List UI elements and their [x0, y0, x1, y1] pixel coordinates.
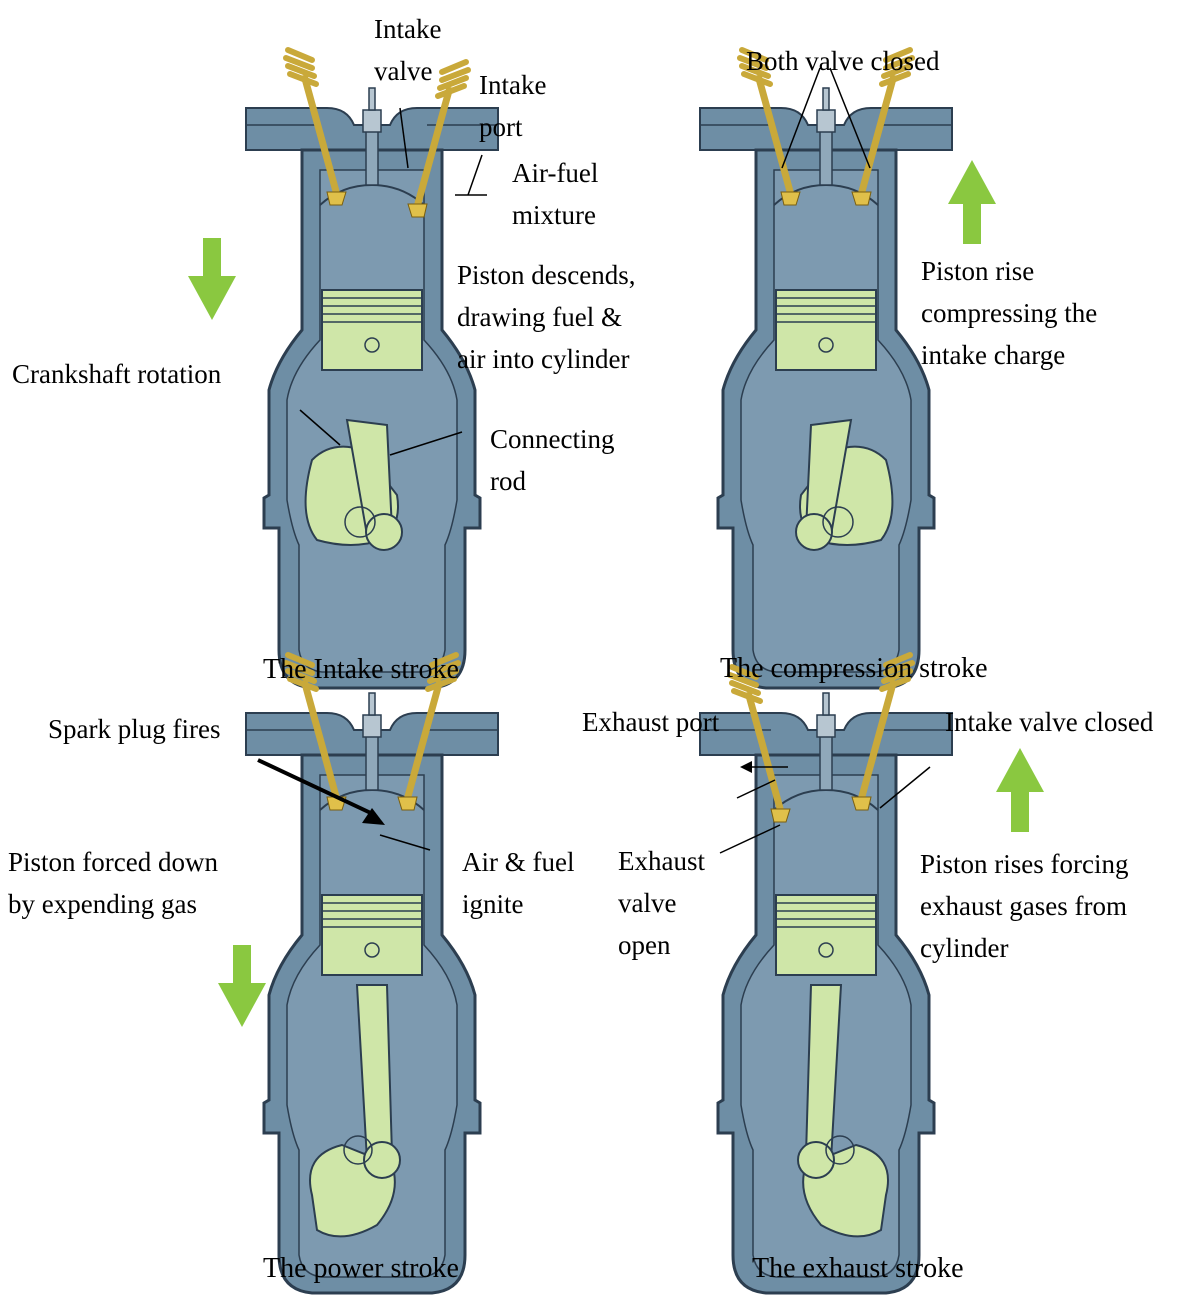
exhaust-port-label: Exhaust port [582, 701, 719, 743]
intake-stroke-caption: The Intake stroke [263, 649, 459, 691]
piston-action-label: Piston forced down by expending gas [8, 841, 218, 925]
exhaust-valve-open-label: Exhaust valve open [618, 840, 705, 966]
both-valves-closed-label: Both valve closed [746, 40, 939, 82]
piston-down-arrow [218, 945, 266, 1027]
air-fuel-ignite-label: Air & fuel ignite [462, 841, 574, 925]
piston-up-arrow [948, 160, 996, 244]
intake-valve-label: Intake valve [374, 8, 441, 92]
piston-down-arrow [188, 238, 236, 320]
piston-up-arrow [996, 748, 1044, 832]
crankshaft-rotation-label: Crankshaft rotation [12, 353, 221, 395]
exhaust-flow-arrow [740, 761, 752, 773]
connecting-rod-label: Connecting rod [490, 418, 614, 502]
power-stroke-caption: The power stroke [263, 1248, 459, 1290]
piston-action-label: Piston descends, drawing fuel & air into… [457, 254, 636, 380]
piston-action-label: Piston rises forcing exhaust gases from … [920, 843, 1129, 969]
intake-port-label: Intake port [479, 64, 546, 148]
exhaust-stroke-caption: The exhaust stroke [752, 1248, 964, 1290]
spark-plug-label: Spark plug fires [48, 708, 220, 750]
air-fuel-mixture-label: Air-fuel mixture [512, 152, 598, 236]
engine-compression-stroke [700, 50, 952, 688]
piston-action-label: Piston rise compressing the intake charg… [921, 250, 1097, 376]
intake-valve-closed-label: Intake valve closed [945, 701, 1153, 743]
engine-exhaust-stroke [700, 655, 952, 1293]
compression-stroke-caption: The compression stroke [720, 648, 988, 690]
engine-power-stroke [246, 655, 498, 1293]
